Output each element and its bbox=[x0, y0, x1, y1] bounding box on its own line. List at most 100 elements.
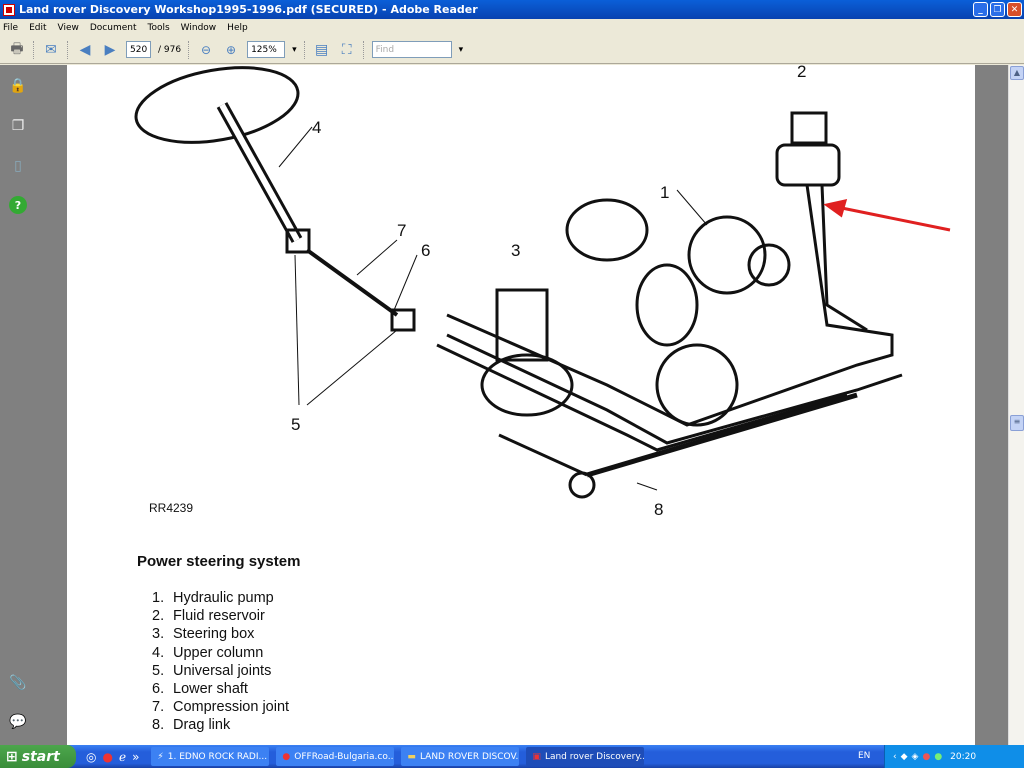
next-page-icon[interactable]: ▶ bbox=[104, 41, 116, 58]
separator bbox=[303, 40, 306, 59]
page-total: / 976 bbox=[158, 44, 182, 55]
adobe-reader-icon bbox=[3, 3, 15, 16]
separator bbox=[188, 40, 190, 59]
label-6: 6 bbox=[421, 241, 430, 260]
parts-list: 1.Hydraulic pump 2.Fluid reservoir 3.Ste… bbox=[152, 590, 289, 736]
menu-document[interactable]: Document bbox=[89, 22, 137, 33]
universal-joint bbox=[285, 228, 311, 254]
lower-shaft bbox=[305, 248, 399, 317]
document-area: 1 2 3 4 5 6 7 8 RR4239 Power steering sy… bbox=[67, 65, 1008, 745]
navigation-panel: 🔒 ❐ ▯ ? 📎 💬 bbox=[0, 65, 67, 745]
steering-wheel bbox=[134, 66, 300, 144]
steering-box-body bbox=[480, 353, 574, 417]
help-icon[interactable]: ? bbox=[9, 196, 27, 214]
menu-window[interactable]: Window bbox=[180, 22, 217, 33]
list-item: 2.Fluid reservoir bbox=[152, 608, 265, 625]
label-5: 5 bbox=[291, 415, 300, 434]
steering-box bbox=[495, 288, 549, 362]
pages-icon[interactable]: ❐ bbox=[11, 118, 25, 134]
label-7: 7 bbox=[397, 221, 406, 240]
label-8: 8 bbox=[654, 500, 663, 519]
separator bbox=[362, 40, 365, 59]
power-steering-diagram: 1 2 3 4 5 6 7 8 RR4239 bbox=[134, 65, 951, 519]
adobe-reader-icon: ▣ bbox=[532, 751, 541, 762]
drag-link-joint bbox=[568, 471, 596, 499]
previous-page-icon[interactable]: ◀ bbox=[79, 41, 91, 58]
toolbar: 🖶 ✉ ◀ ▶ 520 / 976 ⊖ ⊕ 125% ▾ ▤ ⛶ Find ▾ bbox=[0, 36, 1024, 64]
find-input[interactable]: Find bbox=[371, 41, 452, 58]
opera-icon: ● bbox=[282, 751, 291, 762]
label-4: 4 bbox=[312, 118, 321, 137]
menu-bar: File Edit View Document Tools Window Hel… bbox=[0, 19, 1024, 36]
universal-joint bbox=[390, 308, 416, 332]
menu-file[interactable]: File bbox=[3, 22, 19, 33]
label-2: 2 bbox=[797, 65, 806, 81]
page-number-input[interactable]: 520 bbox=[126, 41, 151, 58]
clock: 20:20 bbox=[950, 751, 977, 762]
label-1: 1 bbox=[660, 183, 669, 202]
title-bar: Land rover Discovery Workshop1995-1996.p… bbox=[0, 0, 1024, 19]
separator bbox=[67, 40, 69, 59]
menu-view[interactable]: View bbox=[57, 22, 79, 33]
list-item: 3.Steering box bbox=[152, 626, 255, 643]
close-button[interactable]: ✕ bbox=[1007, 2, 1022, 17]
reservoir-cap bbox=[790, 111, 828, 145]
folder-icon: ▬ bbox=[407, 751, 416, 762]
menu-edit[interactable]: Edit bbox=[29, 22, 47, 33]
bookmarks-icon[interactable]: ▯ bbox=[14, 158, 22, 174]
show-hidden-icons[interactable]: ‹ bbox=[893, 751, 897, 762]
hydraulic-pump bbox=[687, 215, 767, 295]
system-tray: ‹ ◆ ◈ ● ● 20:20 bbox=[884, 745, 1024, 768]
update-icon[interactable]: ● bbox=[934, 751, 943, 762]
pressure-pipe bbox=[446, 184, 894, 427]
print-icon[interactable]: 🖶 bbox=[10, 40, 24, 57]
label-3: 3 bbox=[511, 241, 520, 260]
chevron-right-icon[interactable]: » bbox=[132, 749, 140, 764]
menu-help[interactable]: Help bbox=[227, 22, 248, 33]
chevron-down-icon[interactable]: ▾ bbox=[292, 44, 297, 55]
start-button[interactable]: ⊞start bbox=[0, 745, 76, 768]
zoom-select[interactable]: 125% bbox=[247, 41, 286, 58]
lock-icon[interactable]: 🔒 bbox=[9, 78, 27, 94]
figure-id: RR4239 bbox=[149, 501, 193, 515]
menu-tools[interactable]: Tools bbox=[147, 22, 170, 33]
maximize-button[interactable]: ❐ bbox=[990, 2, 1005, 17]
security-icon[interactable]: ● bbox=[922, 751, 931, 762]
list-item: 5.Universal joints bbox=[152, 662, 272, 679]
list-item: 1.Hydraulic pump bbox=[152, 590, 274, 606]
scroll-thumb[interactable]: ≡ bbox=[1010, 415, 1024, 431]
window-title: Land rover Discovery Workshop1995-1996.p… bbox=[19, 3, 478, 16]
attachment-icon[interactable]: 📎 bbox=[9, 675, 27, 691]
minimize-button[interactable]: _ bbox=[973, 2, 988, 17]
zoom-out-icon[interactable]: ⊖ bbox=[201, 42, 212, 57]
vertical-scrollbar[interactable]: ▲ ≡ bbox=[1008, 65, 1024, 745]
volume-icon[interactable]: ◈ bbox=[911, 751, 919, 762]
opera-icon[interactable]: ● bbox=[102, 749, 113, 764]
winamp-icon: ⚡ bbox=[157, 751, 164, 762]
language-indicator[interactable]: EN bbox=[858, 751, 871, 761]
list-item: 6.Lower shaft bbox=[152, 680, 248, 697]
figure-caption: Power steering system bbox=[137, 553, 301, 570]
taskbar-item[interactable]: ▬LAND ROVER DISCOV... bbox=[401, 747, 520, 766]
network-icon[interactable]: ◆ bbox=[900, 751, 908, 762]
internet-explorer-icon[interactable]: ℯ bbox=[118, 749, 127, 764]
email-icon[interactable]: ✉ bbox=[45, 41, 57, 58]
list-item: 4.Upper column bbox=[152, 644, 264, 661]
fit-page-icon[interactable]: ⛶ bbox=[341, 41, 352, 58]
taskbar-item[interactable]: ●OFFRoad-Bulgaria.co... bbox=[276, 747, 395, 766]
red-arrow bbox=[826, 203, 951, 232]
separator bbox=[33, 40, 35, 59]
chevron-down-icon[interactable]: ▾ bbox=[458, 44, 464, 55]
taskbar-item[interactable]: ⚡1. EDNO ROCK RADI... bbox=[151, 747, 270, 766]
scroll-up-button[interactable]: ▲ bbox=[1010, 66, 1024, 80]
pdf-page: 1 2 3 4 5 6 7 8 RR4239 Power steering sy… bbox=[67, 65, 975, 745]
list-item: 8.Drag link bbox=[152, 717, 231, 734]
zoom-in-icon[interactable]: ⊕ bbox=[226, 42, 237, 57]
taskbar-item-active[interactable]: ▣Land rover Discovery... bbox=[526, 747, 645, 766]
comments-icon[interactable]: 💬 bbox=[9, 714, 27, 730]
list-item: 7.Compression joint bbox=[152, 699, 290, 716]
desktop-icon[interactable]: ◎ bbox=[86, 749, 97, 764]
drag-link bbox=[586, 392, 858, 478]
fluid-reservoir bbox=[775, 143, 841, 187]
fit-width-icon[interactable]: ▤ bbox=[314, 41, 329, 58]
